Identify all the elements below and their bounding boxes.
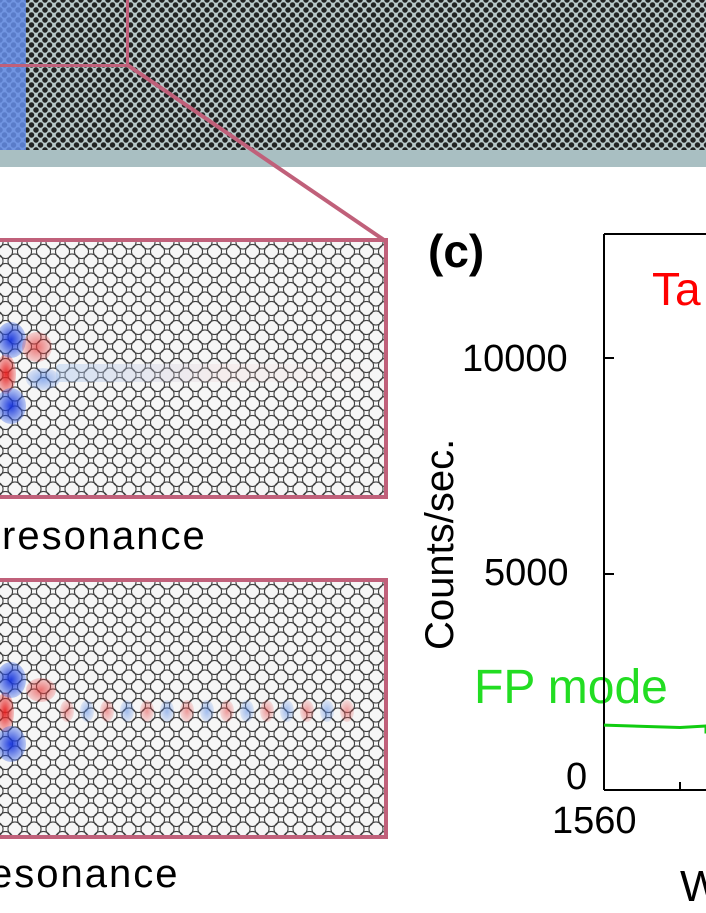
field-red-lobe xyxy=(0,692,14,732)
field-red-lobe-side xyxy=(22,332,52,362)
field-blue-side xyxy=(26,368,60,390)
field-bead xyxy=(340,700,354,722)
field-red-lobe xyxy=(0,354,16,394)
field-blue-lobe xyxy=(0,322,26,358)
y-tick-label: 10000 xyxy=(462,338,568,380)
upper-panel-caption: resonance xyxy=(2,514,207,558)
sem-highlight-region xyxy=(0,0,26,167)
field-bead xyxy=(300,700,314,722)
field-bead xyxy=(220,700,234,722)
field-blue-lobe xyxy=(0,662,26,698)
y-tick-label: 5000 xyxy=(484,552,569,594)
lower-field-panel xyxy=(0,578,388,839)
field-bead xyxy=(160,700,174,722)
lower-panel-caption: esonance xyxy=(0,852,180,896)
field-blue-lobe-lower xyxy=(0,388,26,424)
field-bead xyxy=(140,700,154,722)
field-faint-tail xyxy=(56,364,384,382)
field-bead xyxy=(280,700,294,722)
zoom-connector-line xyxy=(124,62,386,242)
field-bead xyxy=(60,700,74,722)
x-tick-label: 1560 xyxy=(552,800,637,842)
zoom-region-outline xyxy=(0,0,129,67)
field-bead xyxy=(180,700,194,722)
field-bead xyxy=(200,700,214,722)
red-series-label: Ta xyxy=(652,263,701,315)
green-series-label: FP mode xyxy=(474,661,668,714)
field-bead xyxy=(260,700,274,722)
plot-series-group xyxy=(603,723,706,734)
sem-micrograph xyxy=(0,0,706,167)
panel-letter-c: (c) xyxy=(428,225,485,277)
fp-mode-trace xyxy=(603,723,706,734)
upper-field-panel xyxy=(0,238,388,499)
field-blue-lobe-lower xyxy=(0,726,26,762)
field-bead xyxy=(80,700,94,722)
field-bead xyxy=(120,700,134,722)
field-red-lobe-side xyxy=(26,678,56,702)
sem-bottom-band xyxy=(0,150,706,167)
field-bead xyxy=(320,700,334,722)
x-axis-label: W xyxy=(680,862,706,911)
field-bead xyxy=(100,700,114,722)
field-bead xyxy=(240,700,254,722)
y-tick-label: 0 xyxy=(566,756,588,798)
